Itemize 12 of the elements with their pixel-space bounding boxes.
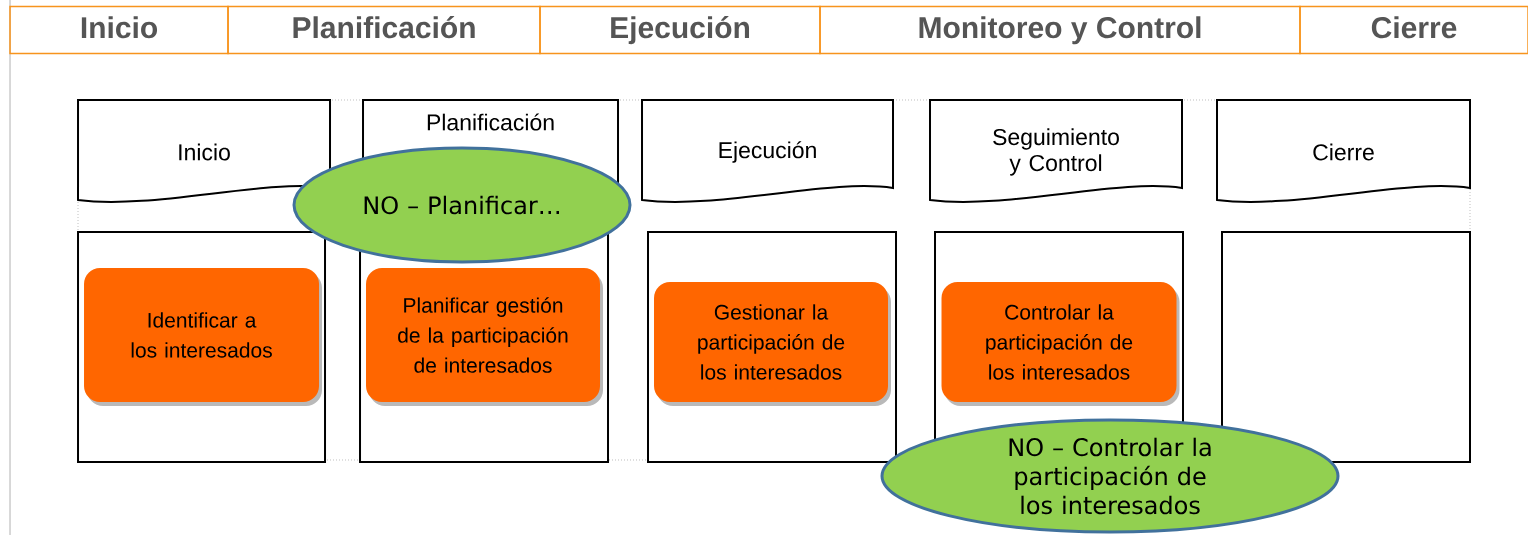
process-box: Identificar a los interesados [84,268,322,406]
callout-tooltip: NO – Controlar la participación de los interesados [880,418,1340,534]
header-cell: Planificación [227,5,541,55]
process-box: Planificar gestión de la participación de interesados [366,268,603,406]
lane-box [1221,231,1471,463]
header-cell: Inicio [9,5,229,55]
header-cell: Cierre [1299,5,1528,55]
process-box: Gestionar la participación de los interesados [654,282,891,406]
process-box: Controlar la participación de los interesados [941,282,1180,406]
header-cell: Ejecución [539,5,821,55]
header-cell: Monitoreo y Control [819,5,1301,55]
callout-tooltip: NO – Planificar… [292,146,632,264]
